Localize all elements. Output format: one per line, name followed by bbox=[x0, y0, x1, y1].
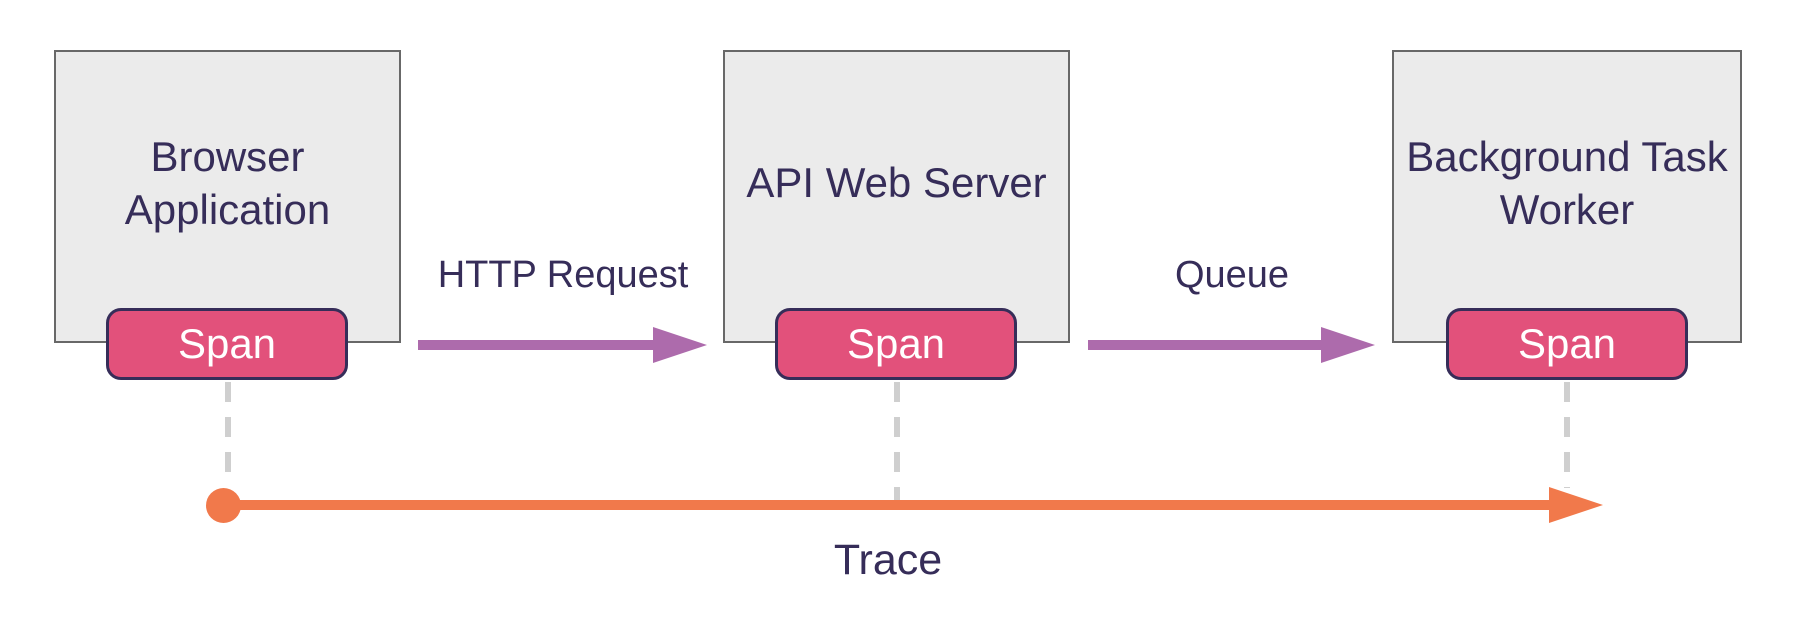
dashed-connector-worker bbox=[1564, 382, 1570, 488]
node-label: Browser Application bbox=[124, 133, 331, 233]
span-badge-label: Span bbox=[177, 320, 277, 367]
span-badge-browser: Span bbox=[106, 308, 348, 380]
dashed-connector-browser bbox=[225, 382, 231, 484]
node-browser-application: Browser Application bbox=[54, 50, 401, 343]
trace-timeline bbox=[223, 500, 1553, 510]
span-badge-worker: Span bbox=[1446, 308, 1688, 380]
dashed-connector-api bbox=[894, 382, 900, 512]
arrow-queue-shaft bbox=[1088, 340, 1322, 350]
arrow-http-request-shaft bbox=[418, 340, 654, 350]
arrow-http-request-head-icon bbox=[653, 327, 707, 363]
node-background-task-worker: Background Task Worker bbox=[1392, 50, 1742, 343]
span-badge-api: Span bbox=[775, 308, 1017, 380]
arrow-queue-head-icon bbox=[1321, 327, 1375, 363]
span-badge-label: Span bbox=[1517, 320, 1617, 367]
edge-label-http-request: HTTP Request bbox=[437, 254, 689, 296]
edge-label-queue: Queue bbox=[1174, 254, 1290, 296]
span-badge-label: Span bbox=[846, 320, 946, 367]
node-label: API Web Server bbox=[746, 159, 1047, 207]
node-label: Background Task Worker bbox=[1406, 133, 1728, 233]
node-api-web-server: API Web Server bbox=[723, 50, 1070, 343]
trace-arrowhead-icon bbox=[1549, 487, 1603, 523]
trace-label: Trace bbox=[833, 536, 943, 584]
